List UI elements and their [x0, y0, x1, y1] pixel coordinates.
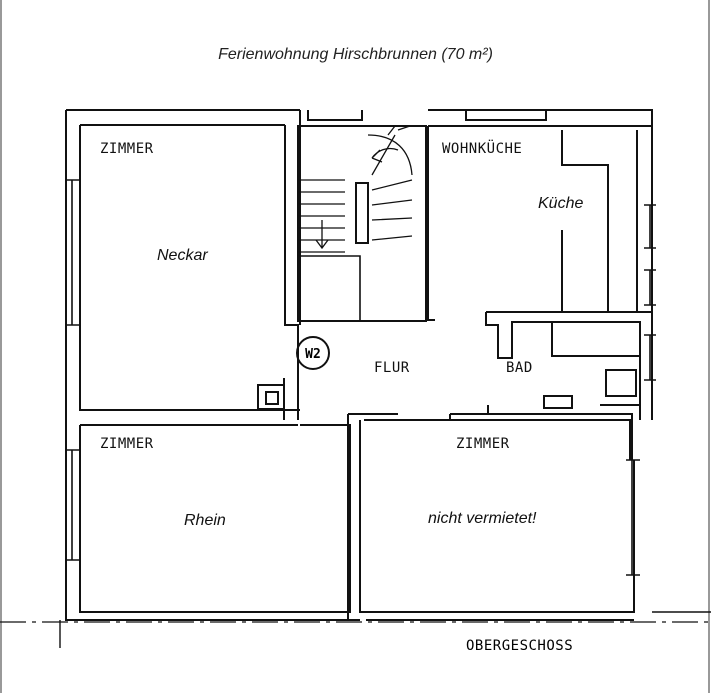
- room-label-bad: BAD: [506, 360, 533, 376]
- zimmer-rhein-walls: [79, 424, 351, 613]
- exterior-wall: [65, 109, 653, 621]
- bathtub: [551, 321, 641, 357]
- stair-newel: [355, 182, 369, 244]
- stair-arrow-up: [371, 147, 399, 163]
- bad-walls: [485, 311, 652, 420]
- room-label-wohnkueche: WOHNKÜCHE: [442, 141, 523, 157]
- room-name-kueche: Küche: [538, 195, 584, 212]
- neckar-partition: [284, 110, 301, 420]
- chimney: [257, 384, 285, 410]
- room-name-rhein: Rhein: [184, 512, 226, 529]
- room-name-neckar: Neckar: [157, 247, 208, 264]
- room-note-nicht-vermietet: nicht vermietet!: [428, 510, 537, 527]
- zimmer-lower-right-walls: [347, 413, 635, 620]
- lower-right-window: [626, 459, 640, 576]
- unit-marker-w2: W2: [296, 336, 330, 370]
- room-label-flur: FLUR: [374, 360, 410, 376]
- sink: [543, 395, 573, 409]
- zimmer-neckar-walls: [79, 124, 300, 411]
- left-windows: [66, 179, 80, 561]
- stair-winders: [367, 134, 413, 241]
- right-windows: [644, 204, 656, 381]
- top-windows: [307, 110, 547, 121]
- floor-label: OBERGESCHOSS: [466, 638, 574, 654]
- room-label-zimmer-bottom-right: ZIMMER: [456, 436, 510, 452]
- room-label-zimmer-top-left: ZIMMER: [100, 141, 154, 157]
- room-label-zimmer-bottom-left: ZIMMER: [100, 436, 154, 452]
- wohnkueche-walls: [427, 125, 652, 321]
- plan-title: Ferienwohnung Hirschbrunnen (70 m²): [218, 46, 493, 63]
- bad-fixture: [605, 369, 637, 397]
- stair-core: [297, 125, 427, 322]
- kueche-partition: [561, 130, 638, 312]
- stair-arrow-down: [315, 220, 329, 250]
